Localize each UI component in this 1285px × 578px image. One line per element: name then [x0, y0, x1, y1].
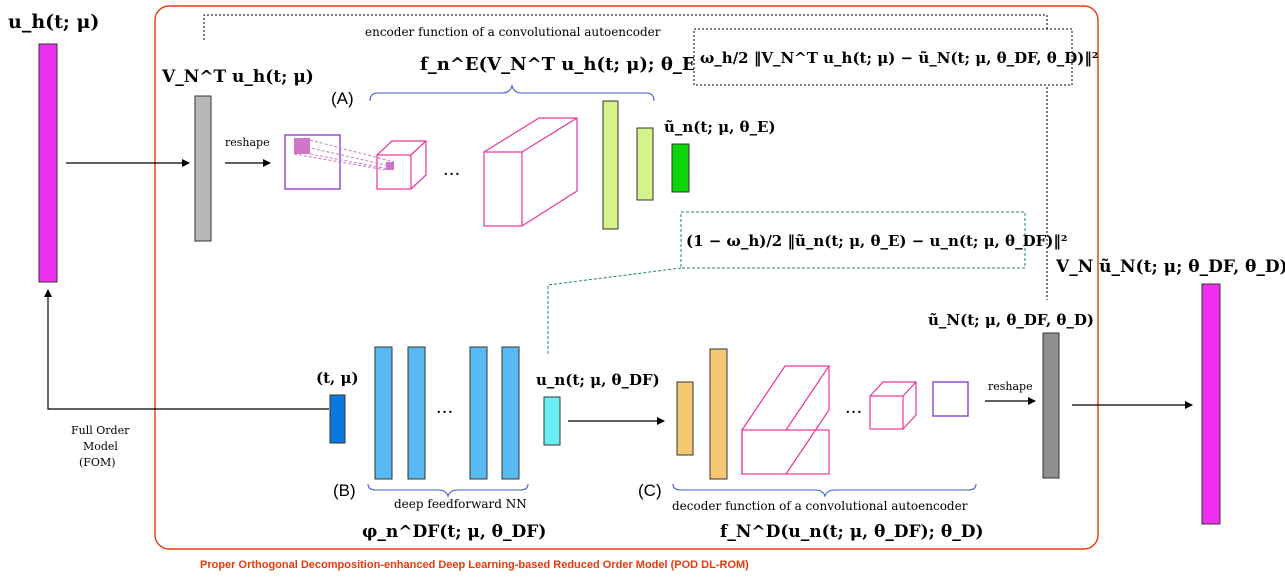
decoder-dots: ··· [845, 402, 862, 423]
vn-un-tilde-label: V_N ũ_N(t; μ; θ_DF, θ_D) [1055, 257, 1285, 277]
part-c-label: (C) [638, 481, 662, 500]
pod-loss-formula: ω_h/2 ‖V_N^T u_h(t; μ) − ũ_N(t; μ, θ_DF,… [700, 49, 1098, 67]
conv-prism-encoder [483, 117, 578, 227]
reconstructed-solution-bar [1201, 283, 1221, 525]
uh-label: u_h(t; μ) [8, 11, 99, 33]
ff-layer-2 [407, 346, 426, 480]
encoder-formula: f_n^E(V_N^T u_h(t; μ); θ_E) [420, 54, 704, 75]
pod-loss-path [203, 14, 1048, 300]
fom-label-line1: Full Order [71, 424, 130, 437]
fom-label-line2: Model [83, 440, 118, 453]
filter-projection-lines [293, 139, 395, 171]
diagram-caption: Proper Orthogonal Decomposition-enhanced… [200, 559, 749, 571]
latent-loss-path [547, 267, 682, 355]
latent-loss-formula: (1 − ω_h)/2 ‖ũ_n(t; μ, θ_E) − u_n(t; μ, … [686, 232, 1067, 250]
pod-projection-bar [194, 95, 212, 242]
reshape-top-label: reshape [225, 136, 270, 149]
encoder-dense-1 [602, 100, 619, 230]
ff-layer-4 [501, 346, 520, 480]
decoder-output-bar [1042, 332, 1060, 479]
ff-formula: φ_n^DF(t; μ, θ_DF) [362, 522, 546, 542]
latent-loss-box [680, 211, 1026, 269]
conv-prism-decoder [741, 365, 830, 475]
part-a-label: (A) [331, 89, 354, 108]
fom-solution-bar [38, 43, 58, 283]
fom-feedback-path [44, 289, 329, 410]
decoder-brace [672, 483, 977, 498]
decoder-formula: f_N^D(u_n(t; μ, θ_DF); θ_D) [720, 522, 983, 542]
ff-output [543, 396, 561, 446]
encoder-title: encoder function of a convolutional auto… [365, 25, 661, 39]
part-b-label: (B) [333, 481, 356, 500]
pod-loss-box [693, 28, 1073, 86]
decoder-title: decoder function of a convolutional auto… [672, 499, 968, 513]
un-tilde-enc-label: ũ_n(t; μ, θ_E) [664, 118, 776, 136]
decoder-output-matrix [932, 381, 969, 417]
decoder-dense-1 [676, 381, 694, 456]
un-df-label: u_n(t; μ, θ_DF) [536, 371, 660, 389]
ff-brace [367, 483, 529, 498]
fom-label-line3: (FOM) [79, 456, 116, 469]
ff-input [329, 394, 346, 444]
encoder-dots: ··· [443, 164, 460, 185]
pod-dl-rom-frame [154, 5, 1099, 550]
ff-layer-1 [374, 346, 393, 480]
un-tilde-N-label: ũ_N(t; μ, θ_DF, θ_D) [928, 311, 1094, 329]
ff-dots: ··· [436, 402, 453, 423]
reshape-bottom-label: reshape [988, 380, 1033, 393]
encoder-dense-2 [636, 127, 654, 201]
reshaped-matrix [284, 134, 341, 190]
ff-layer-3 [469, 346, 488, 480]
conv-cube-1 [376, 140, 427, 190]
vntuh-label: V_N^T u_h(t; μ) [161, 67, 314, 87]
ff-title: deep feedforward NN [394, 497, 527, 511]
encoder-brace [369, 84, 655, 102]
t-mu-label: (t, μ) [316, 369, 359, 387]
conv-cube-decoder [869, 381, 917, 430]
encoder-latent [671, 143, 690, 193]
decoder-dense-2 [709, 348, 728, 480]
